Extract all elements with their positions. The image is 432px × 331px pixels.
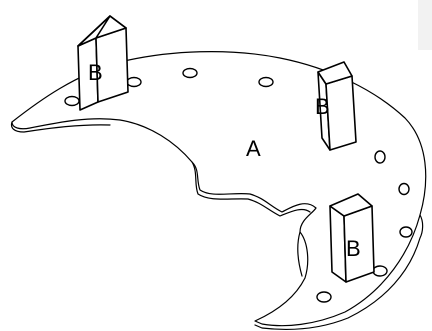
hole — [316, 291, 332, 303]
block-b-lower-top-face — [329, 193, 373, 217]
hole — [126, 76, 142, 88]
plate-a-label: A — [246, 136, 261, 161]
hole — [64, 95, 80, 107]
plate-a-edge-left — [10, 121, 111, 133]
block-b-right-side-face — [325, 75, 357, 151]
plate-a: A — [10, 51, 427, 331]
hole — [182, 67, 198, 79]
plate-a-top-outline — [11, 51, 427, 327]
plate-a-edge-notch — [191, 161, 311, 217]
hole — [258, 76, 274, 88]
hole — [372, 265, 388, 277]
block-b-right-top-face — [317, 61, 353, 85]
block-b-left: B — [77, 15, 129, 111]
block-b-left-top-rim — [77, 15, 127, 47]
block-b-right: B — [315, 61, 357, 151]
hole — [398, 182, 410, 196]
block-b-lower: B — [329, 193, 375, 283]
hole — [374, 150, 386, 164]
hole — [399, 226, 413, 238]
block-b-right-label: B — [315, 94, 330, 119]
plate-a-edge-inner — [297, 231, 303, 277]
corner-tab — [418, 0, 432, 50]
plate-a-edge-right — [254, 214, 424, 331]
block-b-left-label: B — [88, 60, 103, 85]
block-b-lower-label: B — [346, 236, 361, 261]
